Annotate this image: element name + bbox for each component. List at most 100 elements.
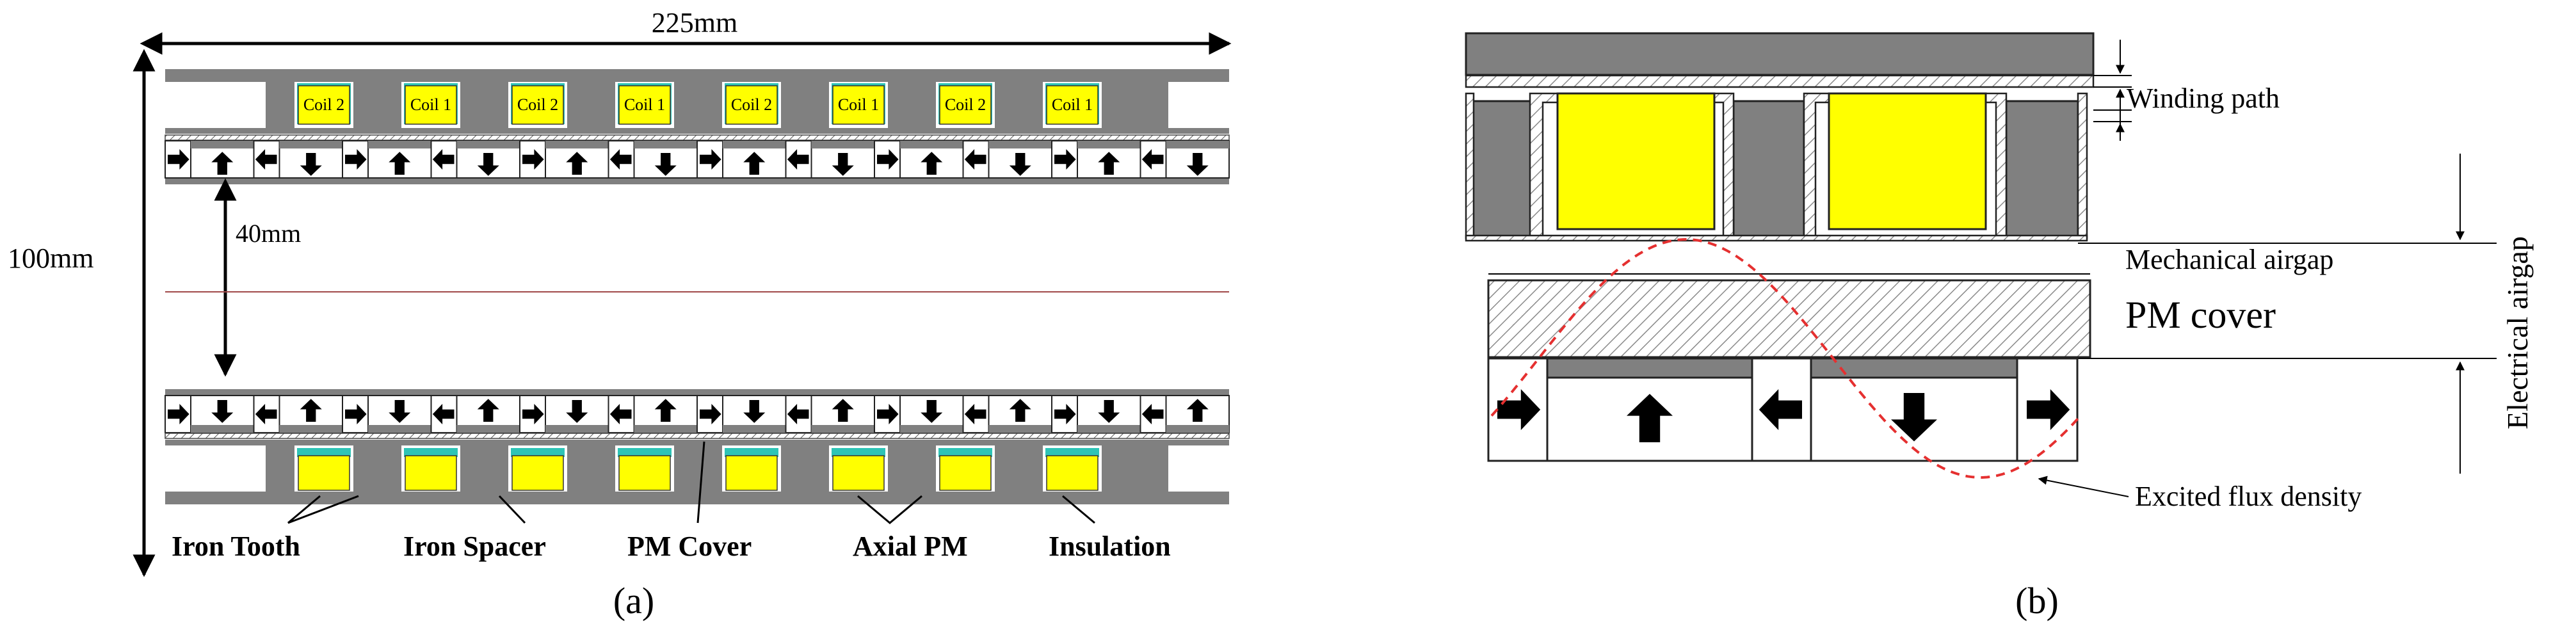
pm-iron-cap [279, 425, 342, 433]
top-tooth-tips [165, 128, 1229, 134]
b-pm-arrow-right [2027, 389, 2070, 430]
b-pm-arrow-right [1497, 389, 1541, 430]
top-coil [832, 85, 885, 125]
b-label-pm-cover: PM cover [2125, 294, 2276, 336]
b-liner-bottom [1465, 234, 2088, 242]
pm-arrow-up [1186, 399, 1209, 422]
pm-arrow-right [877, 149, 899, 170]
b-coil-2 [1828, 92, 1987, 230]
pm-iron-cap [191, 141, 254, 148]
b-label-mechanical-airgap: Mechanical airgap [2125, 244, 2333, 275]
bottom-coil-insulation [725, 448, 778, 457]
pm-iron-cap [1077, 425, 1141, 433]
label-iron-tooth: Iron Tooth [172, 531, 300, 562]
pm-arrow-up [743, 152, 766, 175]
b-pm-cover [1487, 279, 2091, 358]
bottom-coils [165, 445, 1229, 492]
pm-arrow-down [743, 399, 766, 423]
pm-arrow-up [654, 399, 677, 422]
top-coil [298, 85, 350, 125]
top-coil-label: Coil 1 [410, 95, 451, 114]
top-coil-label: Coil 2 [731, 95, 772, 114]
b-flux-pointer [2038, 476, 2129, 497]
pm-iron-cap [368, 425, 431, 433]
pm-iron-cap [634, 425, 697, 433]
pm-arrow-down [921, 399, 943, 423]
pm-iron-cap [191, 425, 254, 433]
top-coil-label: Coil 2 [303, 95, 344, 114]
top-coil-label: Coil 1 [624, 95, 665, 114]
pm-arrow-down [300, 152, 322, 176]
bottom-coil-insulation [404, 448, 458, 457]
pm-arrow-down [1186, 152, 1209, 176]
pm-arrow-up [1009, 399, 1031, 422]
caption-b: (b) [2015, 580, 2059, 621]
callout-iron-tooth [287, 495, 359, 524]
top-pm-cover [165, 134, 1230, 141]
pm-arrow-right [522, 404, 544, 424]
pm-iron-cap [1077, 141, 1141, 148]
top-coil [511, 85, 564, 125]
bottom-coil [1046, 455, 1099, 491]
callout-axial-pm [857, 495, 922, 524]
bottom-coil [618, 455, 671, 491]
top-coils: Coil 2 Coil 1 Coil 2 Coil 1 Coil 2 Coil 1 Coil… [165, 82, 1229, 128]
pm-arrow-left [432, 404, 455, 424]
pm-arrow-right [345, 404, 367, 424]
b-label-excited-flux-density: Excited flux density [2135, 481, 2362, 512]
pm-arrow-up [389, 152, 411, 175]
pm-arrow-left [964, 149, 986, 170]
b-liner-edge-1 [1465, 92, 1475, 239]
b-pm-arrow-left [1759, 389, 1802, 430]
callout-lines [287, 441, 1095, 524]
top-coil-label: Coil 2 [517, 95, 558, 114]
callout-iron-spacer [498, 495, 526, 524]
pm-arrow-right [522, 149, 544, 170]
pm-arrow-down [566, 399, 588, 423]
bottom-coil [939, 455, 992, 491]
b-label-winding-path: Winding path [2127, 83, 2280, 114]
pm-arrow-left [1141, 404, 1164, 424]
pm-arrow-left [964, 404, 986, 424]
b-pm-arrows [1497, 389, 2070, 442]
pm-iron-cap [545, 141, 609, 148]
top-coil [725, 85, 778, 125]
b-coil-1 [1556, 92, 1716, 230]
bottom-mover-plate [165, 389, 1229, 395]
bottom-teeth-band [266, 445, 1168, 492]
pm-arrow-left [609, 149, 632, 170]
bottom-coil [725, 455, 778, 491]
pm-arrow-up [832, 399, 854, 422]
pm-iron-cap [545, 425, 609, 433]
bottom-coil [298, 455, 350, 491]
pm-iron-cap [456, 141, 520, 148]
pm-arrow-up [1098, 152, 1120, 175]
pm-iron-cap [1166, 425, 1229, 433]
part-labels: Iron Tooth Iron Spacer PM Cover Axial PM… [172, 531, 1171, 562]
pm-arrow-right [700, 149, 721, 170]
pm-iron-cap [723, 141, 786, 148]
top-coil-label: Coil 1 [1052, 95, 1093, 114]
callout-insulation [1062, 495, 1095, 524]
pm-arrow-down [477, 152, 499, 176]
bottom-coil-insulation [938, 448, 992, 457]
pm-arrow-up [921, 152, 943, 175]
pm-arrow-up [477, 399, 499, 422]
b-pm-iron-cap-1 [1546, 357, 1753, 379]
top-coil-label: Coil 2 [945, 95, 986, 114]
pm-arrow-right [345, 149, 367, 170]
pm-iron-cap [279, 141, 342, 148]
b-winding-insulation-top [1465, 74, 2095, 88]
b-slot-insulation [1465, 92, 2088, 242]
pm-arrow-right [700, 404, 721, 424]
b-liner-edge-2 [2077, 92, 2088, 239]
top-coil [618, 85, 671, 125]
pm-arrow-up [211, 152, 234, 175]
pm-iron-cap [368, 141, 431, 148]
top-coil [405, 85, 457, 125]
pm-arrow-down [832, 152, 854, 176]
pm-iron-cap [900, 141, 963, 148]
pm-iron-cap [811, 141, 874, 148]
